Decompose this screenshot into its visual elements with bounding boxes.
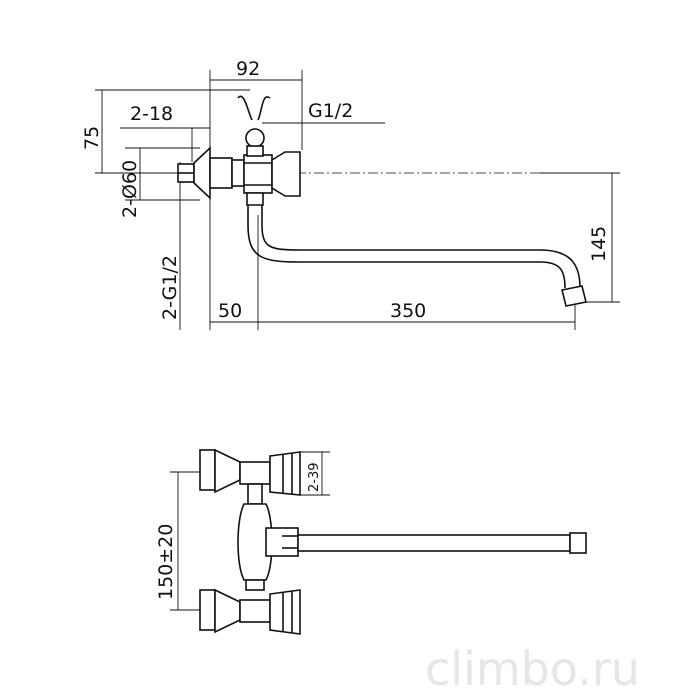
side-view bbox=[170, 448, 587, 635]
dim-width: 92 bbox=[236, 58, 260, 80]
dim-center-distance: 150±20 bbox=[155, 524, 177, 600]
dim-handle: 2-39 bbox=[307, 462, 322, 492]
dim-spout-length: 350 bbox=[390, 300, 426, 322]
dim-eccentric-count: 2-18 bbox=[130, 103, 173, 125]
dim-inlet-thread: 2-G1/2 bbox=[159, 255, 181, 320]
dim-offset: 50 bbox=[218, 300, 242, 322]
watermark: climbo.ru bbox=[425, 642, 640, 696]
dim-spout-height: 145 bbox=[588, 226, 610, 262]
dim-flange-diameter: 2-Ø60 bbox=[119, 160, 141, 218]
front-view bbox=[95, 70, 620, 330]
dim-eccentric-height: 75 bbox=[81, 126, 103, 150]
dim-thread-top: G1/2 bbox=[308, 100, 353, 122]
